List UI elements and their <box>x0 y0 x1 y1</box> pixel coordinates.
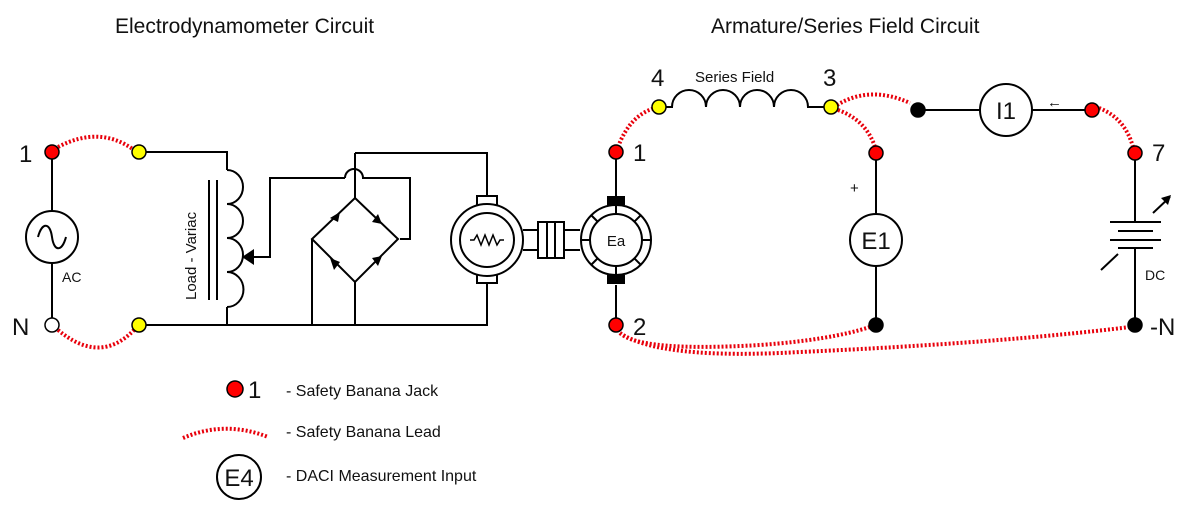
ammeter-i1 <box>979 83 1033 137</box>
safety-banana-lead[interactable] <box>837 108 877 148</box>
terminal-label-arm-2: 2 <box>633 314 646 341</box>
variac-coil-icon <box>226 169 245 308</box>
legend-jack-text: - Safety Banana Jack <box>286 383 439 400</box>
diode-icon <box>330 258 340 270</box>
safety-banana-lead[interactable] <box>618 325 1131 356</box>
banana-jack-variac-bottom[interactable] <box>131 317 147 333</box>
wire-crossover <box>344 168 411 240</box>
terminal-label-neg-n: -N <box>1150 314 1175 341</box>
banana-jack-4[interactable] <box>651 99 667 115</box>
legend-jack-icon <box>226 380 244 398</box>
series-field-label: Series Field <box>695 69 774 86</box>
wire <box>250 177 345 258</box>
banana-jack-i1-in[interactable] <box>1084 102 1100 118</box>
ac-source-branch: AC <box>25 152 81 325</box>
variac-label: Load - Variac <box>183 211 200 300</box>
legend: 1 - Safety Banana Jack - Safety Banana L… <box>182 377 477 500</box>
resistor-icon <box>470 232 504 248</box>
banana-jack-1[interactable] <box>44 144 60 160</box>
wire <box>355 152 488 195</box>
legend-lead-icon <box>182 426 269 440</box>
polarity-plus: + <box>850 180 859 197</box>
banana-jack-e1-minus[interactable] <box>868 317 884 333</box>
current-direction-arrow-icon: ← <box>1047 94 1062 111</box>
banana-jack-7[interactable] <box>1127 145 1143 161</box>
title-electrodynamometer: Electrodynamometer Circuit <box>115 15 374 38</box>
banana-jack-neg-n[interactable] <box>1127 317 1143 333</box>
safety-banana-lead[interactable] <box>1098 106 1135 148</box>
banana-jack-arm-1[interactable] <box>608 144 624 160</box>
ammeter-label: I1 <box>996 98 1016 125</box>
safety-banana-lead[interactable] <box>618 325 871 349</box>
shaft-coupling <box>523 221 580 259</box>
bridge-outline <box>310 196 400 284</box>
series-field-coil-icon <box>666 89 825 108</box>
wire <box>140 310 488 326</box>
legend-meter-icon <box>216 454 262 500</box>
banana-jack-n[interactable] <box>44 317 60 333</box>
banana-jack-arm-2[interactable] <box>608 317 624 333</box>
banana-jack-variac-top[interactable] <box>131 144 147 160</box>
dc-source-icon <box>1100 195 1171 271</box>
terminal-label-7: 7 <box>1152 140 1165 167</box>
sine-wave-icon <box>37 224 67 250</box>
armature-machine: Ea <box>580 152 652 325</box>
dynamometer-machine <box>450 195 524 310</box>
wiper-arrow-icon <box>242 249 254 265</box>
dc-label: DC <box>1145 267 1165 283</box>
banana-jack-i1-out[interactable] <box>910 102 926 118</box>
terminal-label-arm-1: 1 <box>633 140 646 167</box>
safety-banana-lead[interactable] <box>57 134 136 152</box>
legend-meter-text: - DACI Measurement Input <box>286 468 477 485</box>
voltmeter-label: E1 <box>861 228 890 255</box>
wire <box>140 151 228 170</box>
banana-jack-3[interactable] <box>823 99 839 115</box>
diode-icon <box>330 212 340 222</box>
terminal-label-n: N <box>12 314 29 341</box>
diode-icon <box>372 214 382 224</box>
ac-label: AC <box>62 269 81 285</box>
safety-banana-lead[interactable] <box>835 92 911 107</box>
terminal-label-1: 1 <box>19 141 32 168</box>
bridge-rectifier <box>310 152 488 325</box>
banana-jack-e1-plus[interactable] <box>868 145 884 161</box>
legend-jack-number: 1 <box>248 377 261 404</box>
terminal-label-3: 3 <box>823 65 836 92</box>
legend-meter-label: E4 <box>224 465 253 492</box>
safety-banana-lead[interactable] <box>616 106 656 148</box>
armature-label: Ea <box>607 233 626 250</box>
safety-banana-lead[interactable] <box>56 328 136 350</box>
legend-lead-text: - Safety Banana Lead <box>286 424 441 441</box>
title-armature-series-field: Armature/Series Field Circuit <box>711 15 980 38</box>
diode-icon <box>372 256 382 266</box>
voltmeter-e1 <box>849 213 903 267</box>
terminal-label-4: 4 <box>651 65 664 92</box>
